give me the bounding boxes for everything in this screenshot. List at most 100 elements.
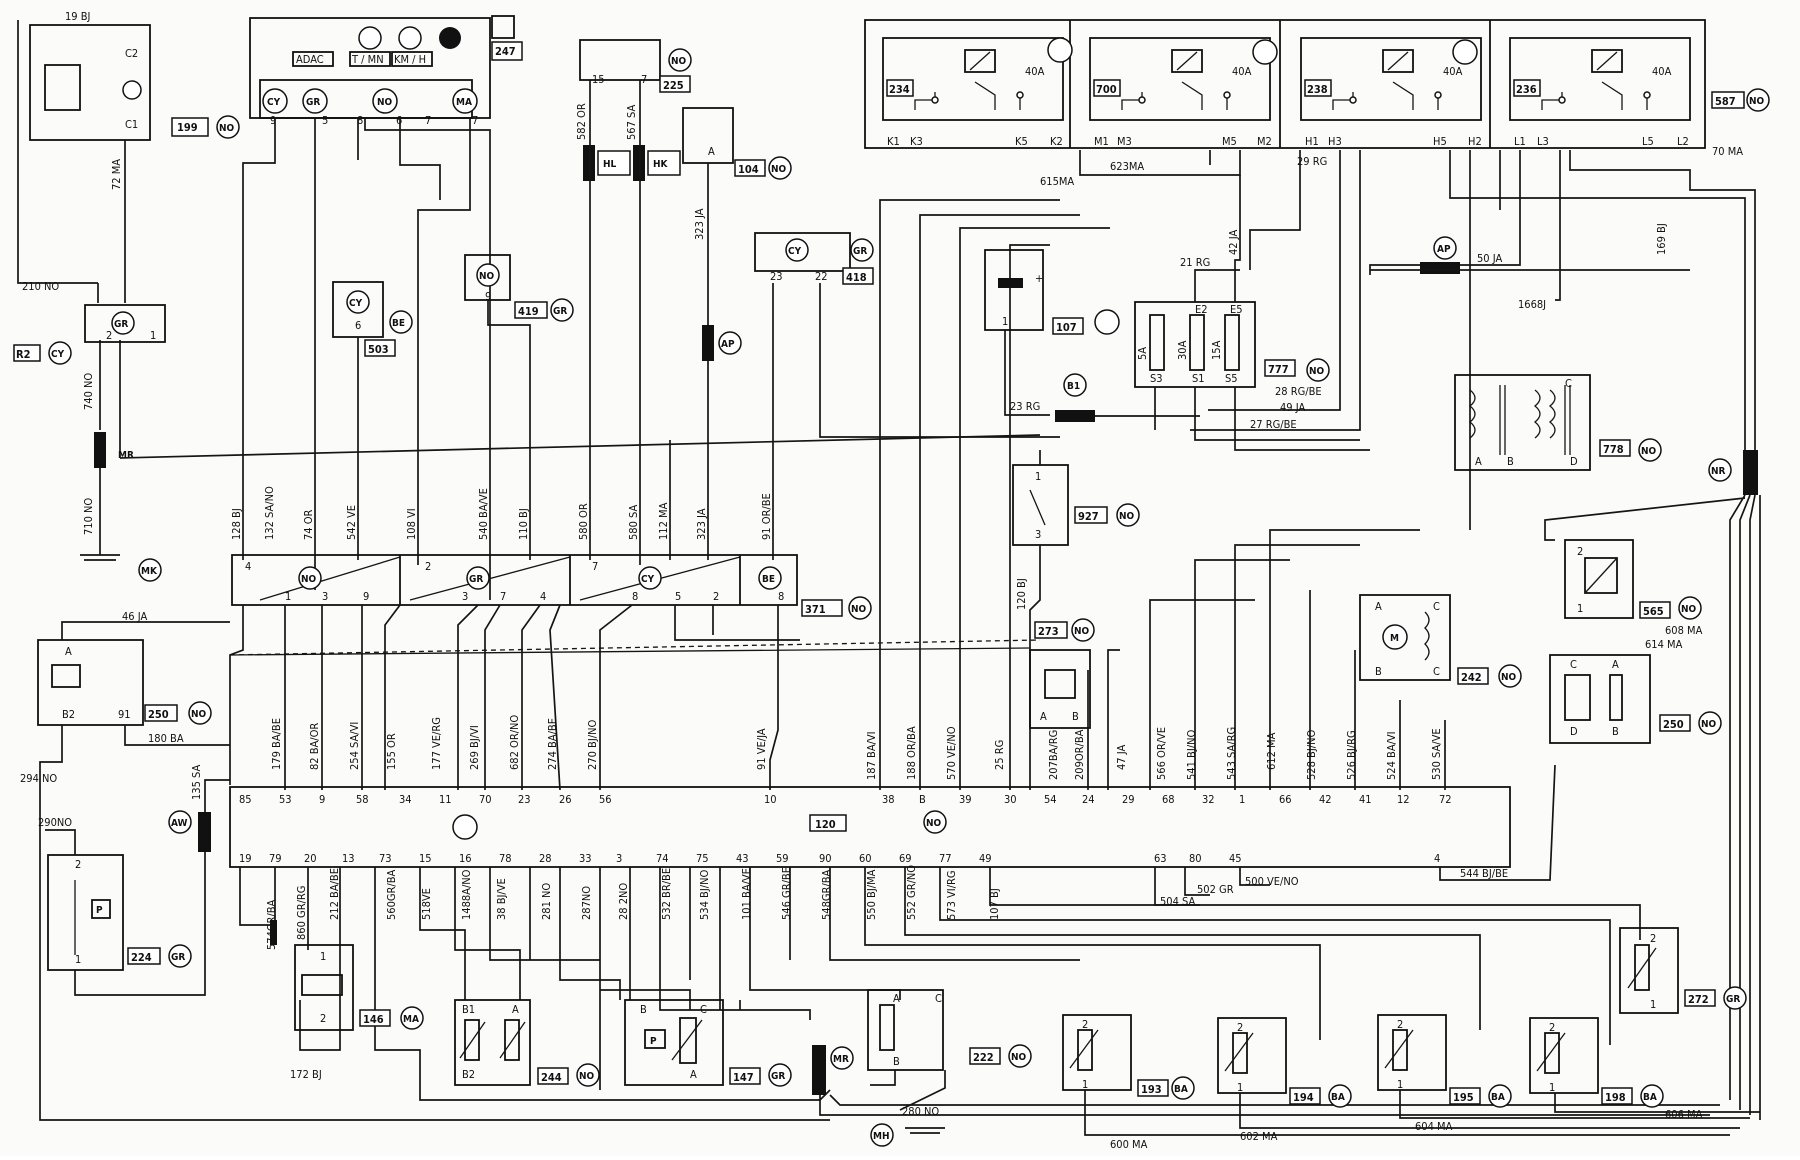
svg-text:573 VI/RG: 573 VI/RG xyxy=(945,870,958,920)
ecu-bottom-pin: 45 xyxy=(1229,852,1242,865)
svg-text:418: 418 xyxy=(846,271,867,284)
svg-text:R2: R2 xyxy=(16,348,31,361)
svg-text:560GR/BA: 560GR/BA xyxy=(385,869,398,920)
svg-text:187 BA/VI: 187 BA/VI xyxy=(865,731,878,780)
ecu-bottom-pin: 3 xyxy=(616,852,622,865)
ecu-top-pin: 10 xyxy=(764,793,777,806)
svg-text:B: B xyxy=(1612,725,1619,738)
svg-text:C: C xyxy=(1570,658,1577,671)
svg-text:15A: 15A xyxy=(1210,340,1223,360)
svg-text:K1: K1 xyxy=(887,135,900,148)
ecu-top-pin: 54 xyxy=(1044,793,1057,806)
svg-text:524 BA/VI: 524 BA/VI xyxy=(1385,731,1398,780)
ecu-top-pin: 38 xyxy=(882,793,895,806)
ecu-bottom-pin: 4 xyxy=(1434,852,1440,865)
svg-text:91 VE/JA: 91 VE/JA xyxy=(755,728,768,770)
svg-text:927: 927 xyxy=(1078,510,1099,523)
svg-text:371: 371 xyxy=(805,603,826,616)
svg-text:740 NO: 740 NO xyxy=(82,373,95,410)
svg-text:530 SA/VE: 530 SA/VE xyxy=(1430,728,1443,780)
svg-text:1: 1 xyxy=(1035,470,1041,483)
svg-text:9: 9 xyxy=(270,114,276,127)
svg-text:K3: K3 xyxy=(910,135,923,148)
svg-text:S1: S1 xyxy=(1192,372,1205,385)
svg-text:1: 1 xyxy=(1082,1078,1088,1091)
svg-text:42 JA: 42 JA xyxy=(1227,230,1240,255)
svg-text:A: A xyxy=(65,645,72,658)
svg-text:A: A xyxy=(893,992,900,1005)
svg-text:238: 238 xyxy=(1307,83,1328,96)
svg-text:A: A xyxy=(708,145,715,158)
svg-text:419: 419 xyxy=(518,305,539,318)
svg-text:A: A xyxy=(1475,455,1482,468)
svg-text:169 BJ: 169 BJ xyxy=(1655,223,1668,255)
ecu-bottom-pin: 43 xyxy=(736,852,749,865)
svg-text:L1: L1 xyxy=(1514,135,1526,148)
ecu-top-pin: 30 xyxy=(1004,793,1017,806)
svg-text:NO: NO xyxy=(1309,366,1325,377)
svg-text:1: 1 xyxy=(75,953,81,966)
svg-text:710 NO: 710 NO xyxy=(82,498,95,535)
svg-text:B: B xyxy=(893,1055,900,1068)
svg-text:H1: H1 xyxy=(1305,135,1319,148)
ecu-top-pin: 42 xyxy=(1319,793,1332,806)
svg-text:CY: CY xyxy=(641,574,655,585)
ecu-bottom-pin: 75 xyxy=(696,852,709,865)
svg-text:608 MA: 608 MA xyxy=(1665,624,1703,637)
ecu-top-pin: 34 xyxy=(399,793,412,806)
svg-text:A: A xyxy=(690,1068,697,1081)
svg-text:1: 1 xyxy=(285,590,291,603)
svg-text:195: 195 xyxy=(1453,1091,1474,1104)
svg-text:46 JA: 46 JA xyxy=(122,610,147,623)
svg-text:128 BJ: 128 BJ xyxy=(230,508,243,540)
svg-text:3: 3 xyxy=(462,590,468,603)
ecu-top-pin: 32 xyxy=(1202,793,1215,806)
component-419: NO 9 419 GR xyxy=(464,254,574,322)
svg-text:NO: NO xyxy=(671,56,687,67)
ecu-bottom-pin: 60 xyxy=(859,852,872,865)
svg-text:22: 22 xyxy=(815,270,828,283)
svg-text:177 VE/RG: 177 VE/RG xyxy=(430,717,443,770)
svg-text:B: B xyxy=(1375,665,1382,678)
component-198: 21 198 BA xyxy=(1529,1017,1664,1108)
svg-text:38 BJ/VE: 38 BJ/VE xyxy=(495,878,508,920)
component-224: 21 P 224 GR xyxy=(47,854,192,971)
svg-text:25 RG: 25 RG xyxy=(993,740,1006,770)
svg-text:2: 2 xyxy=(75,858,81,871)
svg-text:4: 4 xyxy=(245,560,251,573)
svg-text:C2: C2 xyxy=(125,47,138,60)
svg-text:101 BA/VE: 101 BA/VE xyxy=(740,868,753,920)
svg-text:28 2NO: 28 2NO xyxy=(617,883,630,920)
svg-text:NO: NO xyxy=(479,271,495,282)
ecu-top-pin: 12 xyxy=(1397,793,1410,806)
ecu-top-pin: 53 xyxy=(279,793,292,806)
svg-text:NO: NO xyxy=(1074,626,1090,637)
svg-text:21 RG: 21 RG xyxy=(1180,256,1210,269)
ecu-bottom-pin: 33 xyxy=(579,852,592,865)
svg-text:281 NO: 281 NO xyxy=(540,883,553,920)
svg-text:D: D xyxy=(1570,725,1578,738)
svg-text:40A: 40A xyxy=(1025,65,1045,78)
svg-text:BA: BA xyxy=(1643,1092,1657,1103)
svg-text:1: 1 xyxy=(1650,998,1656,1011)
svg-text:580 SA: 580 SA xyxy=(627,504,640,540)
svg-text:E2: E2 xyxy=(1195,303,1208,316)
svg-text:254 SA/VI: 254 SA/VI xyxy=(348,722,361,770)
svg-text:9: 9 xyxy=(363,590,369,603)
svg-text:287NO: 287NO xyxy=(580,886,593,920)
ecu-bottom-pin: 20 xyxy=(304,852,317,865)
ecu-top-pin: 11 xyxy=(439,793,452,806)
svg-text:NO: NO xyxy=(377,97,393,108)
svg-text:GR: GR xyxy=(306,97,320,108)
svg-text:280 NO: 280 NO xyxy=(902,1105,939,1118)
svg-text:112 MA: 112 MA xyxy=(657,502,670,540)
svg-text:210 NO: 210 NO xyxy=(22,280,59,293)
